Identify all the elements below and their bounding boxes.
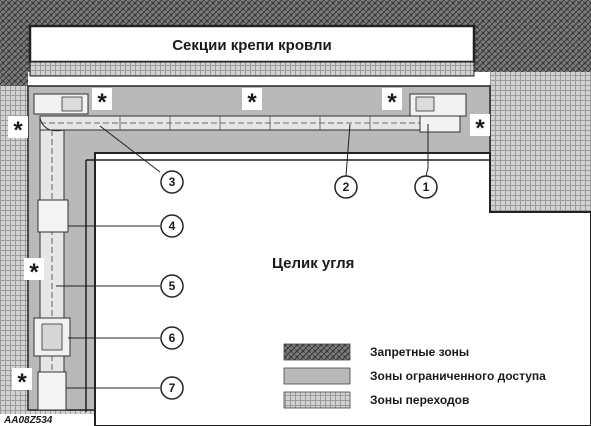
passage-zone-bottom-left [0, 408, 95, 414]
drive-unit-left-inner [61, 96, 83, 112]
passage-zone-left [0, 86, 28, 410]
callouts: 1 2 3 4 5 6 7 [160, 170, 438, 400]
star-marker: * [475, 115, 485, 142]
legend-label-restricted: Запретные зоны [370, 345, 469, 359]
star-marker: * [97, 89, 107, 116]
callout-circle-2 [334, 175, 358, 199]
callout-number-7: 7 [169, 381, 176, 395]
passage-zone-right [490, 72, 591, 212]
drive-unit-right-inner [415, 96, 435, 112]
legend-label-passage: Зоны переходов [370, 393, 469, 407]
conveyor-transfer [39, 117, 65, 132]
callout-leaders [56, 123, 429, 389]
star-marker: * [247, 89, 257, 116]
callout-circle-5 [160, 274, 184, 298]
callout-number-1: 1 [423, 180, 430, 194]
callout-circle-4 [160, 214, 184, 238]
star-markers: * * * * * * * [8, 88, 490, 396]
callout-number-5: 5 [169, 279, 176, 293]
legend-swatch-limited [283, 367, 351, 385]
star-marker: * [13, 117, 23, 144]
star-marker: * [17, 369, 27, 396]
roof-support-title: Секции крепи кровли [172, 37, 332, 54]
coal-pillar [94, 152, 591, 426]
legend-swatch-passage [283, 391, 351, 409]
pillar-label: Целик угля [272, 255, 354, 272]
callout-circle-7 [160, 376, 184, 400]
callout-number-6: 6 [169, 331, 176, 345]
callout-circle-3 [160, 170, 184, 194]
legend-swatch-restricted [283, 343, 351, 361]
callout-number-3: 3 [169, 175, 176, 189]
legend-label-limited: Зоны ограниченного доступа [370, 369, 546, 383]
conveyor-end-right [419, 115, 461, 133]
star-marker: * [29, 259, 39, 286]
callout-circle-1 [414, 175, 438, 199]
equipment-unit-6-inner [41, 323, 63, 351]
callout-number-2: 2 [343, 180, 350, 194]
figure-code: AA08Z534 [3, 415, 53, 426]
callout-number-4: 4 [169, 219, 176, 233]
roof-support-strip [29, 61, 475, 77]
restricted-zone-top-left [0, 72, 28, 86]
roof-support-box [28, 24, 476, 64]
callout-circle-6 [160, 326, 184, 350]
equipment-unit-7 [37, 371, 67, 411]
star-marker: * [387, 89, 397, 116]
equipment-unit-4 [37, 199, 69, 233]
legend: Запретные зоны Зоны ограниченного доступ… [283, 343, 546, 409]
